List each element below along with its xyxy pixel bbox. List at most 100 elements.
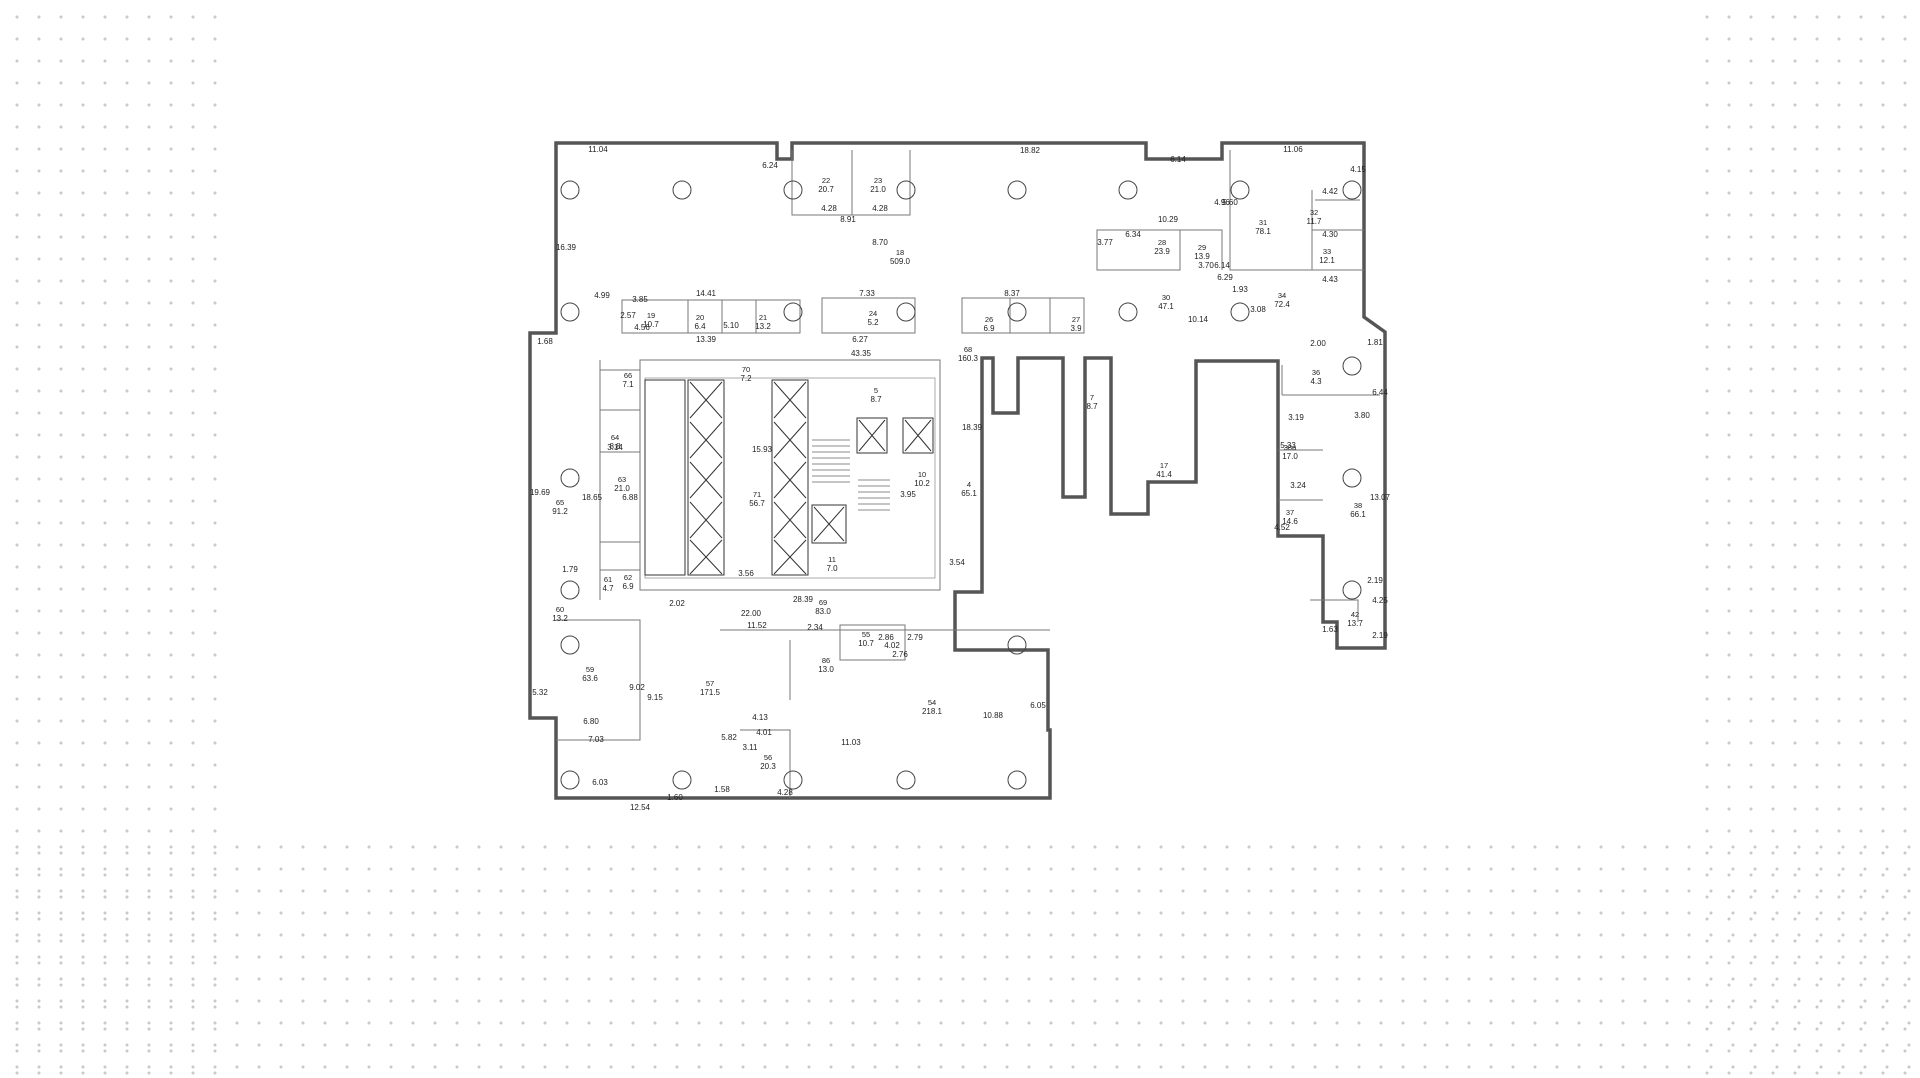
room-label: 78.7 — [1086, 393, 1098, 411]
room-label: 614.7 — [602, 575, 614, 593]
room-area: 20.7 — [818, 185, 834, 194]
dimension-label: 2.76 — [892, 650, 908, 659]
room-area: 13.2 — [755, 322, 771, 331]
dimension-label: 4.15 — [1350, 165, 1366, 174]
room-number: 23 — [874, 176, 882, 185]
room-area: 5.2 — [867, 318, 879, 327]
dimension-label: 5.33 — [1280, 441, 1296, 450]
dimension-label: 4.30 — [1322, 230, 1338, 239]
room-area: 7.1 — [622, 380, 634, 389]
dimension-label: 1.68 — [537, 337, 553, 346]
room-area: 91.2 — [552, 507, 568, 516]
room-number: 7 — [1090, 393, 1094, 402]
room-number: 32 — [1310, 208, 1318, 217]
room-label: 707.2 — [740, 365, 752, 383]
room-area: 83.0 — [815, 607, 831, 616]
dot-grid-bottom — [0, 830, 1920, 1078]
dimension-label: 5.82 — [721, 733, 737, 742]
dimension-label: 3.11 — [743, 743, 759, 752]
room-area: 47.1 — [1158, 302, 1174, 311]
dimension-label: 12.54 — [630, 803, 651, 812]
room-number: 36 — [1312, 368, 1320, 377]
room-number: 71 — [753, 490, 761, 499]
room-number: 21 — [759, 313, 767, 322]
dimension-label: 13.07 — [1370, 493, 1391, 502]
room-label: 266.9 — [983, 315, 995, 333]
interior-partitions — [556, 150, 1380, 798]
dimension-label: 6.88 — [622, 493, 638, 502]
room-number: 61 — [604, 575, 612, 584]
room-area: 7.0 — [826, 564, 838, 573]
room-area: 12.1 — [1319, 256, 1335, 265]
room-number: 65 — [556, 498, 564, 507]
dimension-label: 2.19 — [1367, 576, 1383, 585]
dimension-label: 6.14 — [1170, 155, 1186, 164]
room-number: 11 — [828, 555, 836, 564]
dimension-label: 4.25 — [1372, 596, 1388, 605]
room-label: 667.1 — [622, 371, 634, 389]
room-area: 14.6 — [1282, 517, 1298, 526]
room-number: 55 — [862, 630, 870, 639]
room-number: 60 — [556, 605, 564, 614]
room-number: 57 — [706, 679, 714, 688]
room-area: 13.9 — [1194, 252, 1210, 261]
dimension-label: 4.99 — [594, 291, 610, 300]
dimension-label: 9.15 — [647, 693, 663, 702]
dimension-label: 6.29 — [1217, 273, 1233, 282]
room-area: 4.7 — [602, 584, 614, 593]
room-number: 64 — [611, 433, 619, 442]
room-area: 20.3 — [760, 762, 776, 771]
room-number: 62 — [624, 573, 632, 582]
room-number: 22 — [822, 176, 830, 185]
room-number: 4 — [967, 480, 971, 489]
dimension-label: 10.14 — [1188, 315, 1209, 324]
dimension-label: 4.28 — [821, 204, 837, 213]
room-area: 6.9 — [622, 582, 634, 591]
room-area: 218.1 — [922, 707, 943, 716]
dimension-label: 2.00 — [1310, 339, 1326, 348]
room-area: 72.4 — [1274, 300, 1290, 309]
room-number: 10 — [918, 470, 926, 479]
room-area: 8.7 — [1086, 402, 1098, 411]
dimension-label: 1.60 — [667, 793, 683, 802]
dimension-label: 4.43 — [1322, 275, 1338, 284]
room-area: 78.1 — [1255, 227, 1271, 236]
dimension-label: 18.65 — [582, 493, 603, 502]
room-area: 509.0 — [890, 257, 911, 266]
room-number: 37 — [1286, 508, 1294, 517]
dimension-label: 10.29 — [1158, 215, 1179, 224]
dimension-label: 6.80 — [583, 717, 599, 726]
room-area: 6.9 — [983, 324, 995, 333]
dimension-label: 5.60 — [1222, 198, 1238, 207]
stair-core — [812, 439, 890, 511]
columns — [560, 180, 1362, 790]
dimension-label: 6.14 — [1214, 261, 1230, 270]
room-area: 56.7 — [749, 499, 765, 508]
dimension-label: 3.70 — [1198, 261, 1214, 270]
dimension-label: 6.24 — [762, 161, 778, 170]
dimension-label: 4.52 — [1274, 523, 1290, 532]
room-label: 648.8 — [609, 433, 621, 451]
room-number: 33 — [1323, 247, 1331, 256]
room-area: 23.9 — [1154, 247, 1170, 256]
room-label: 626.9 — [622, 573, 634, 591]
room-number: 29 — [1198, 243, 1206, 252]
dimension-label: 13.39 — [696, 335, 717, 344]
room-area: 17.0 — [1282, 452, 1298, 461]
dimension-label: 19.69 — [530, 488, 551, 497]
dimension-label: 4.28 — [777, 788, 793, 797]
dimension-label: 1.58 — [714, 785, 730, 794]
room-area: 10.7 — [858, 639, 874, 648]
room-number: 54 — [928, 698, 936, 707]
dimension-label: 6.05 — [1030, 701, 1046, 710]
room-area: 7.2 — [740, 374, 752, 383]
